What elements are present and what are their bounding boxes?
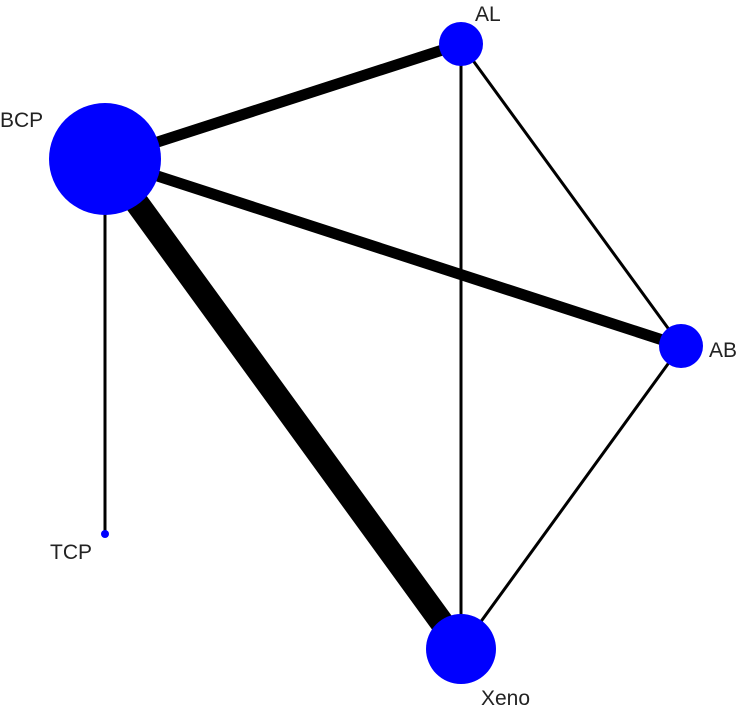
edge-bcp-ab [103, 153, 683, 352]
labels-layer: BCP AL AB Xeno TCP [0, 3, 737, 710]
edge-bcp-xeno [95, 151, 471, 657]
node-al [439, 22, 483, 66]
node-label-al: AL [475, 3, 501, 26]
edge-bcp-al [103, 38, 463, 165]
node-tcp [101, 530, 109, 538]
node-label-bcp: BCP [0, 109, 43, 132]
edge-ab-xeno [459, 345, 683, 650]
node-label-tcp: TCP [50, 541, 92, 564]
node-xeno [426, 614, 496, 684]
nodes-layer [49, 22, 703, 684]
node-ab [659, 324, 703, 368]
node-label-ab: AB [709, 339, 737, 362]
edge-al-ab [459, 43, 683, 347]
node-bcp [49, 103, 161, 215]
node-label-xeno: Xeno [481, 687, 530, 710]
edges-layer [95, 38, 683, 657]
